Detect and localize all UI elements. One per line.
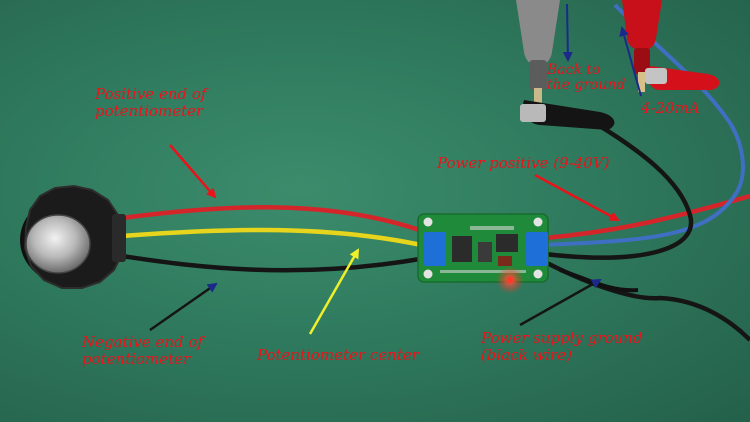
wire-red-pot	[121, 205, 426, 235]
transmitter-board	[417, 213, 549, 294]
clip-black	[520, 100, 615, 130]
label-negative-end: Negative end of potentiometer	[82, 333, 203, 368]
wire-black-pot	[121, 253, 427, 273]
arrow-back-to-ground	[562, 3, 573, 62]
label-back-to-ground: Back to the ground	[547, 62, 626, 93]
label-positive-end: Positive end of potentiometer	[95, 85, 207, 120]
arrow-positive-end	[169, 144, 217, 199]
label-current-output: 4-20mA	[641, 99, 700, 117]
arrow-current-output	[619, 26, 642, 97]
label-power-positive: Power positive (9-40V)	[437, 154, 610, 172]
arrow-power-positive	[534, 173, 620, 222]
potentiometer-knob	[20, 184, 126, 289]
clip-red	[645, 66, 720, 90]
wire-blue-output	[544, 3, 745, 247]
arrow-power-ground	[519, 278, 602, 327]
probe-black	[516, 0, 560, 120]
wire-yellow-pot	[121, 227, 427, 249]
label-power-supply-ground: Power supply ground (black wire)	[481, 329, 643, 364]
wire-red-power	[544, 193, 750, 241]
label-potentiometer-center: Potentiometer center	[257, 346, 419, 364]
arrow-negative-end	[149, 282, 218, 332]
arrow-potentiometer-center	[308, 248, 360, 335]
probe-red	[622, 0, 662, 92]
